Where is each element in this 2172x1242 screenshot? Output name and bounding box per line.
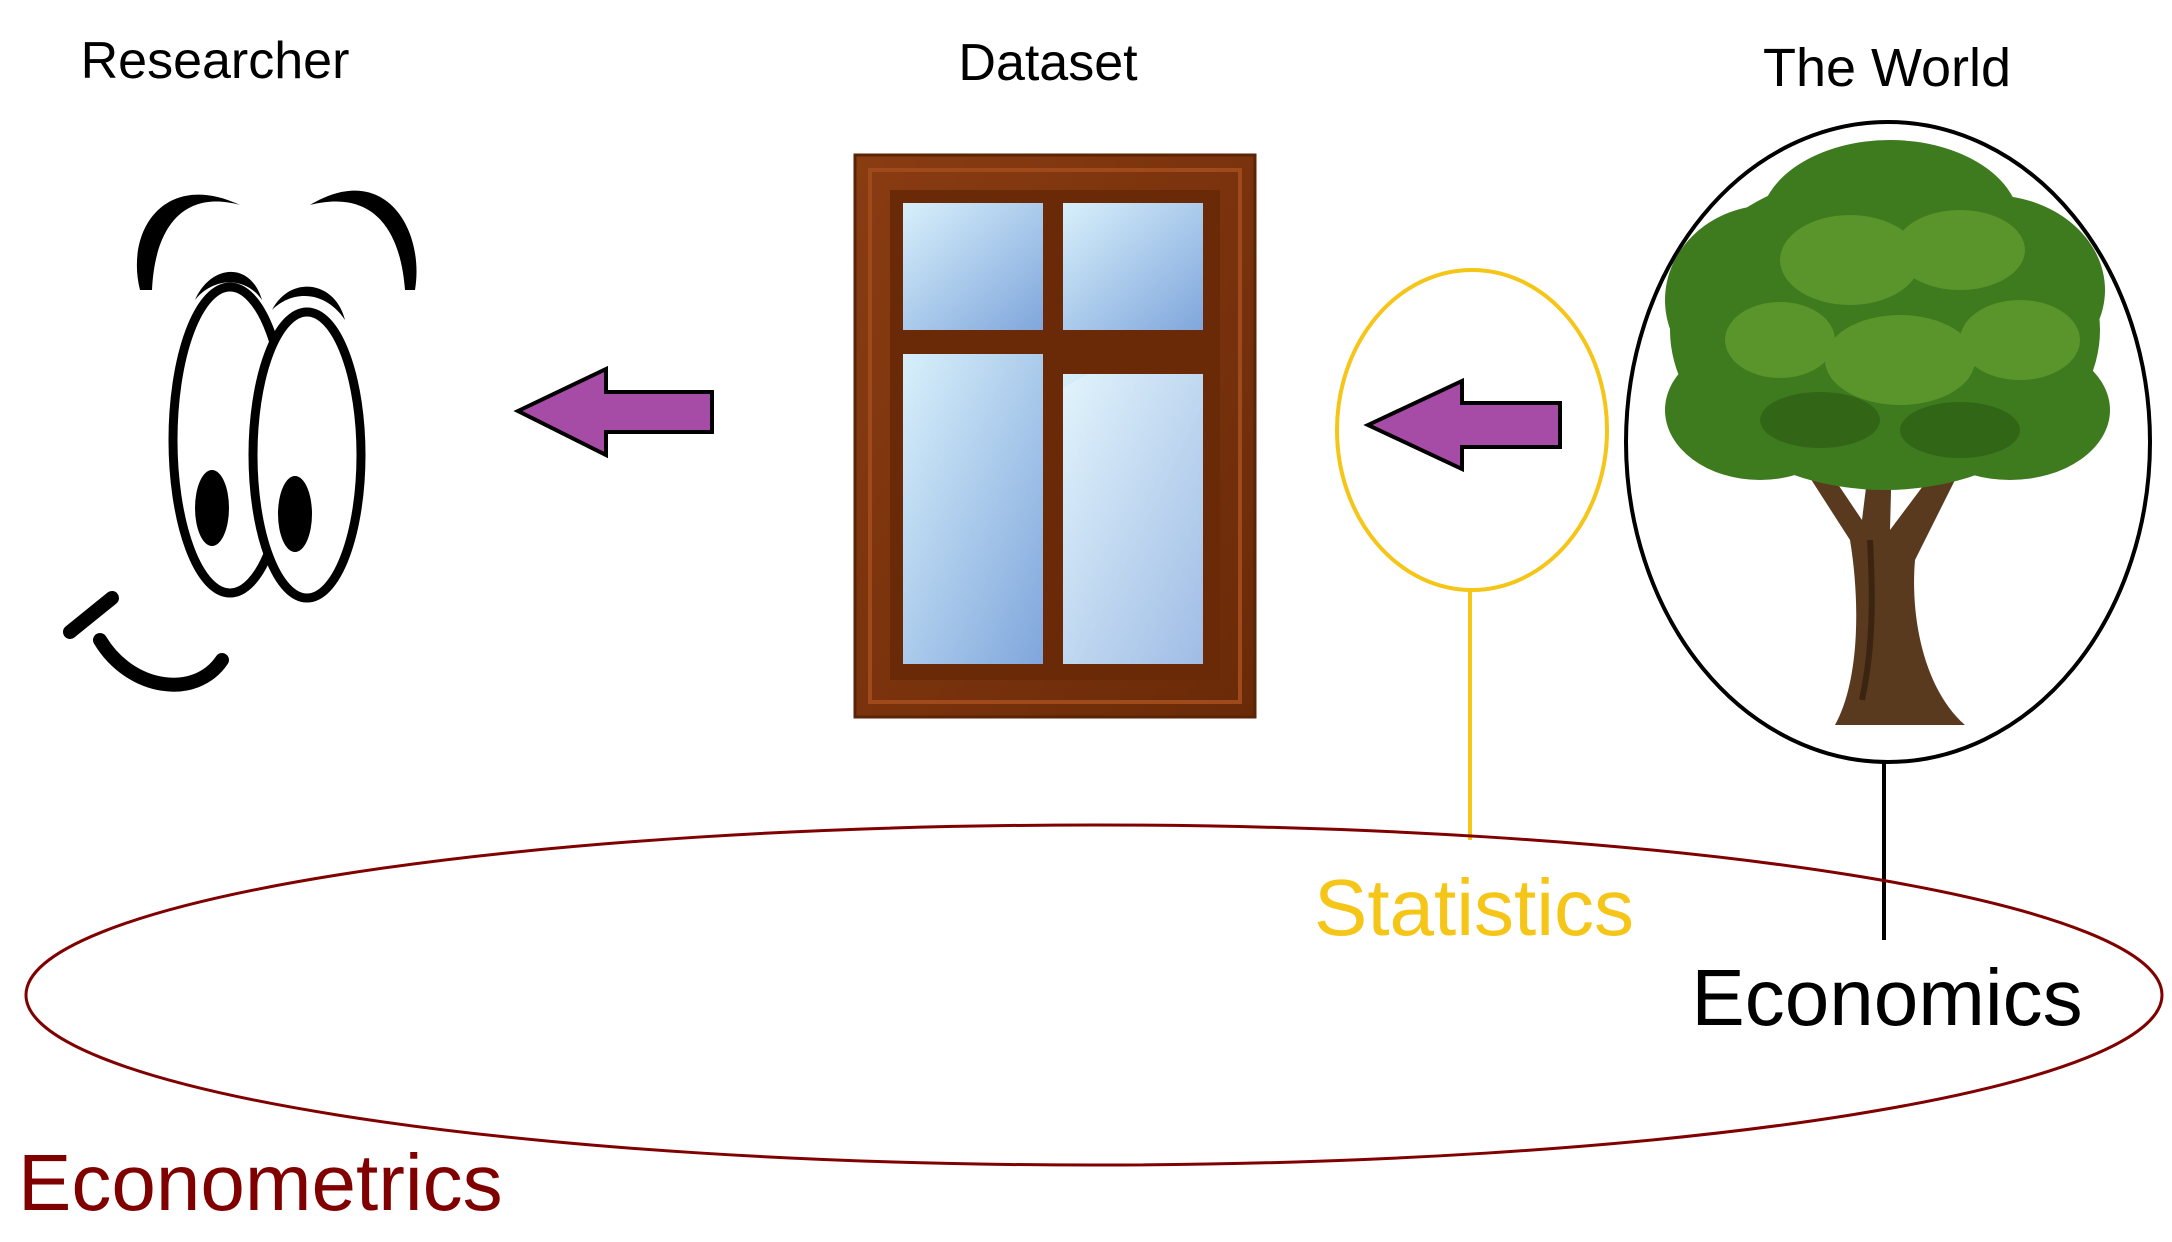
- dataset-label: Dataset: [958, 34, 1138, 92]
- world-label: The World: [1763, 38, 2011, 98]
- window-icon: [853, 153, 1257, 719]
- econometrics-ellipse: [24, 823, 2164, 1167]
- left-arrow-icon: [1363, 377, 1562, 473]
- cartoon-face-icon: [63, 190, 417, 692]
- economics-label: Economics: [1691, 953, 2082, 1042]
- econometrics-label: Econometrics: [18, 1138, 503, 1227]
- researcher-label: Researcher: [81, 32, 350, 90]
- statistics-label: Statistics: [1314, 863, 1634, 952]
- tree-icon: [1665, 140, 2110, 725]
- world-circle: [1624, 120, 2152, 764]
- left-arrow-icon: [513, 365, 714, 459]
